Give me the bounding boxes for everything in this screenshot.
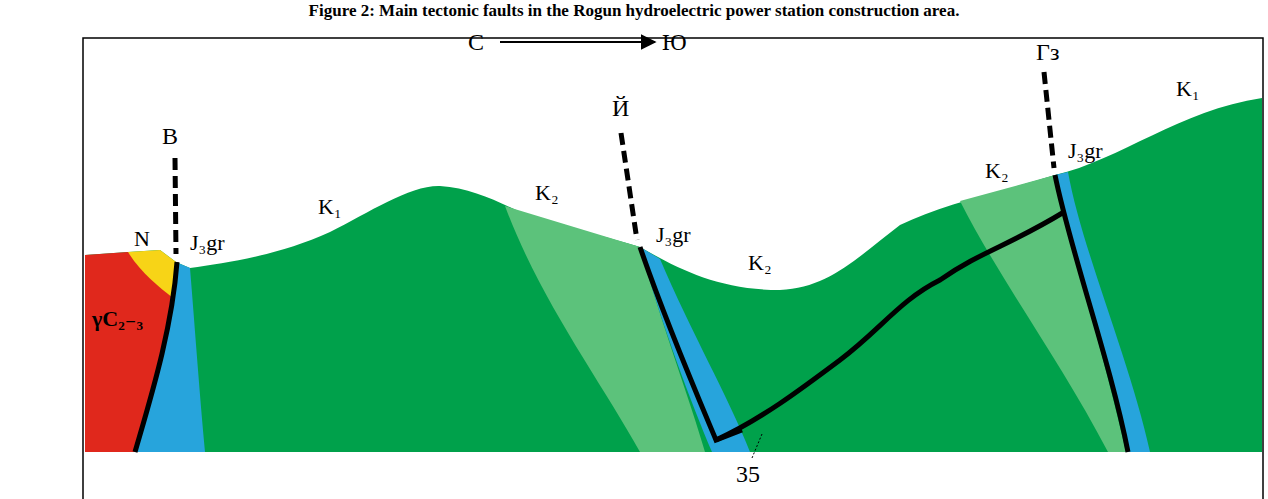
unit-label: K₁ <box>1176 78 1200 100</box>
fault-line <box>135 262 177 452</box>
fault-name: Гз <box>1036 40 1059 64</box>
jurassic-band <box>1055 172 1150 452</box>
fault-projection <box>175 158 176 254</box>
callout-number: 35 <box>736 462 760 486</box>
fault-projection <box>1044 72 1054 168</box>
fault-line <box>716 212 1064 440</box>
neogene-patch <box>128 250 176 298</box>
figure-title: Figure 2: Main tectonic faults in the Ro… <box>309 2 960 19</box>
unit-label: J₃gr <box>1068 140 1103 162</box>
unit-label: K₂ <box>985 160 1009 182</box>
jurassic-band <box>135 263 205 452</box>
unit-label: K₂ <box>748 252 772 274</box>
fault-projection <box>621 133 637 240</box>
fault-name: Й <box>612 96 629 120</box>
leader-line <box>752 434 762 458</box>
unit-label: J₃gr <box>190 232 225 254</box>
direction-label: С <box>468 30 484 54</box>
fault-line <box>640 247 742 440</box>
fault-name: В <box>162 124 178 148</box>
frame <box>83 38 1263 499</box>
ground-k1 <box>85 98 1262 452</box>
unit-label: J₃gr <box>656 224 691 246</box>
unit-label: K₁ <box>318 196 342 218</box>
jurassic-band <box>640 247 750 452</box>
fault-projections <box>175 72 1054 254</box>
fault-lines <box>135 175 1128 452</box>
direction-label: Ю <box>662 30 687 54</box>
direction-arrow <box>500 41 655 43</box>
unit-label: γC₂₋₃ <box>92 308 143 330</box>
unit-label: N <box>134 228 150 250</box>
unit-label: K₂ <box>535 182 559 204</box>
fault-line <box>1055 175 1128 452</box>
